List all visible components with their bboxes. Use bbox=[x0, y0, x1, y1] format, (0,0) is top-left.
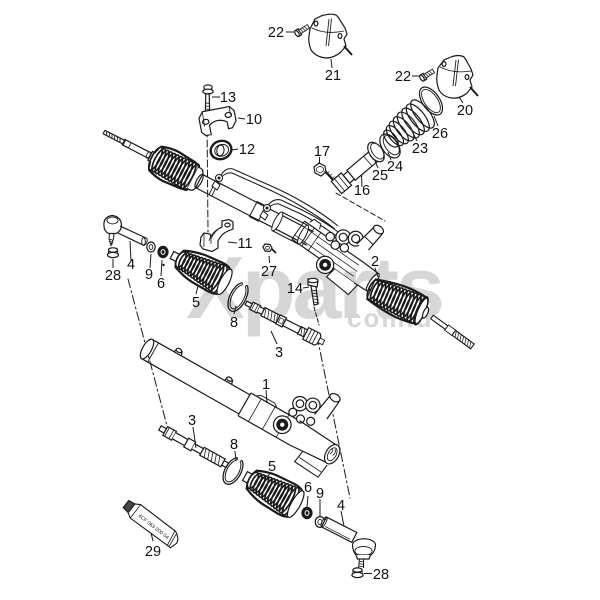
svg-text:25: 25 bbox=[372, 168, 388, 184]
svg-text:23: 23 bbox=[412, 141, 428, 157]
svg-text:12: 12 bbox=[239, 142, 255, 158]
svg-text:26: 26 bbox=[432, 126, 448, 142]
svg-text:4: 4 bbox=[127, 257, 135, 273]
svg-text:5: 5 bbox=[192, 295, 200, 311]
svg-text:28: 28 bbox=[105, 268, 121, 284]
svg-text:29: 29 bbox=[145, 544, 161, 560]
svg-text:22: 22 bbox=[268, 25, 284, 41]
svg-text:8: 8 bbox=[230, 315, 238, 331]
svg-text:1: 1 bbox=[262, 377, 270, 393]
svg-text:27: 27 bbox=[261, 264, 277, 280]
svg-text:4: 4 bbox=[337, 498, 345, 514]
svg-text:6: 6 bbox=[157, 276, 165, 292]
svg-text:3: 3 bbox=[275, 345, 283, 361]
svg-text:10: 10 bbox=[246, 112, 262, 128]
svg-text:8: 8 bbox=[230, 437, 238, 453]
svg-text:21: 21 bbox=[325, 68, 341, 84]
svg-text:5: 5 bbox=[268, 459, 276, 475]
svg-text:2: 2 bbox=[371, 254, 379, 270]
svg-text:16: 16 bbox=[354, 183, 370, 199]
svg-text:11: 11 bbox=[237, 236, 252, 252]
svg-text:9: 9 bbox=[145, 267, 153, 283]
svg-text:24: 24 bbox=[387, 159, 403, 175]
svg-text:28: 28 bbox=[373, 567, 389, 583]
svg-text:9: 9 bbox=[316, 486, 324, 502]
svg-text:13: 13 bbox=[220, 90, 236, 106]
svg-text:14: 14 bbox=[287, 281, 303, 297]
svg-text:20: 20 bbox=[457, 103, 473, 119]
svg-text:17: 17 bbox=[314, 144, 330, 160]
svg-text:6: 6 bbox=[304, 480, 312, 496]
svg-text:3: 3 bbox=[188, 413, 196, 429]
svg-text:22: 22 bbox=[395, 69, 411, 85]
